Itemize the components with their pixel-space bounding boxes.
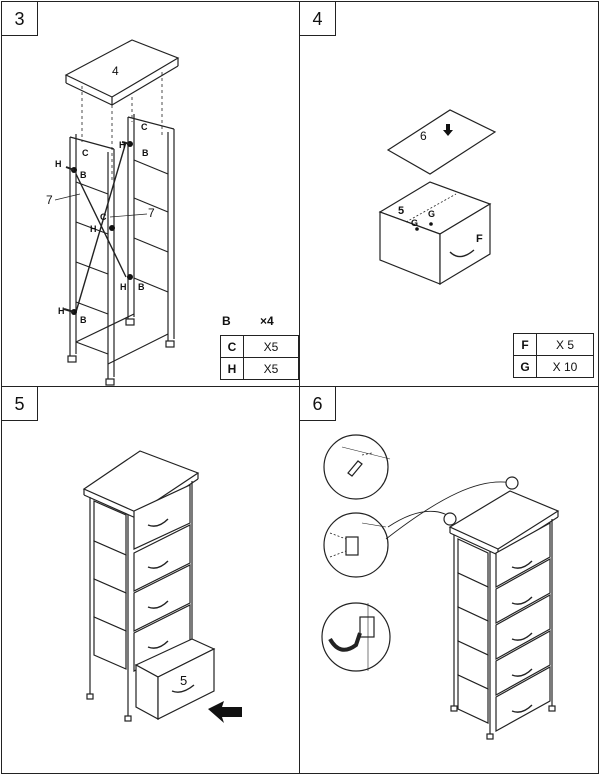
parts-head: B ×4: [222, 314, 274, 328]
part-label-g: G: [411, 218, 418, 228]
step-6-panel: 6: [299, 386, 599, 774]
step-3-panel: 3 4: [1, 1, 300, 387]
part-label-7: 7: [46, 193, 53, 207]
detail-drill-hole: [323, 434, 391, 500]
drawer-stack: [93, 484, 191, 672]
part-label-c: C: [100, 212, 107, 222]
parts-row: H X5: [220, 357, 299, 380]
part-label-h: H: [119, 140, 126, 150]
fabric-drawer-box: [378, 181, 492, 286]
step-number: 5: [2, 387, 38, 421]
part-label-b: B: [138, 282, 145, 292]
push-arrow-icon: [208, 701, 242, 723]
box-label-5: 5: [398, 205, 404, 217]
part-label-g: G: [428, 209, 435, 219]
part-label-c: C: [141, 122, 148, 132]
right-side-frame: [75, 114, 175, 365]
bottom-panel: [386, 109, 497, 175]
drawer-assembly-illustration: 6 5 G G F: [378, 109, 497, 286]
pulled-drawer: [134, 638, 216, 721]
left-side-frame: [67, 134, 115, 386]
panel-label-6: 6: [420, 129, 427, 143]
frame-assembly-illustration: 4: [46, 39, 180, 386]
part-label-h: H: [58, 306, 65, 316]
part-label-h: H: [55, 159, 62, 169]
insert-drawers-illustration: 5: [82, 450, 242, 723]
parts-table: C X5 H X5: [220, 335, 299, 380]
top-panel: [64, 39, 180, 98]
down-arrow-icon: [443, 124, 453, 136]
part-label-b: B: [80, 170, 87, 180]
step-number: 6: [300, 387, 336, 421]
drawer-label-5: 5: [180, 673, 187, 688]
parts-row: G X 10: [513, 355, 594, 378]
part-label-f: F: [476, 233, 483, 245]
part-label-7: 7: [148, 206, 155, 220]
part-label-h: H: [90, 224, 97, 234]
detail-bracket-mount: [323, 512, 389, 578]
detail-strap-attach: [321, 602, 391, 672]
cabinet-drawers: [457, 521, 551, 733]
parts-table: F X 5 G X 10: [513, 333, 594, 378]
step-4-panel: 4 6 5 G G F: [299, 1, 599, 387]
parts-row: C X5: [220, 335, 299, 358]
top-panel-label: 4: [112, 64, 119, 78]
step-number: 4: [300, 2, 336, 36]
step-5-panel: 5: [1, 386, 300, 774]
part-label-h: H: [120, 282, 127, 292]
part-label-b: B: [142, 148, 149, 158]
step-number: 3: [2, 2, 38, 36]
wall-anchor-illustration: [321, 434, 560, 740]
part-label-c: C: [82, 148, 89, 158]
parts-row: F X 5: [513, 333, 594, 356]
part-label-b: B: [80, 315, 87, 325]
cross-brace: [75, 141, 127, 313]
